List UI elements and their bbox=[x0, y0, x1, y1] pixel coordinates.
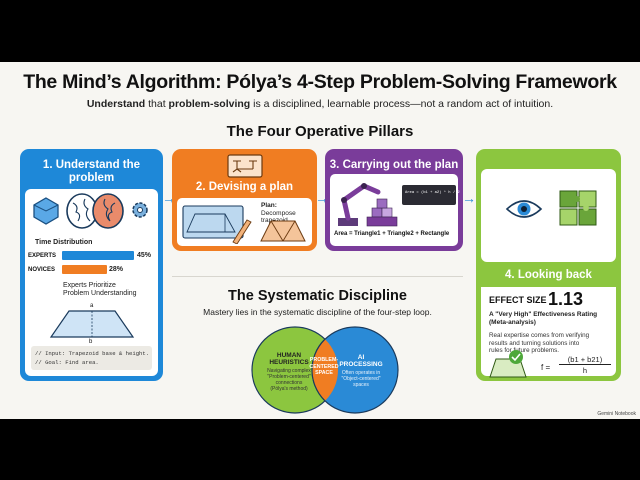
effect-size-value: 1.13 bbox=[548, 289, 584, 309]
eye-icon bbox=[505, 200, 543, 218]
step4-panel bbox=[481, 169, 616, 262]
subtitle-text-2: is a disciplined, learnable process—not … bbox=[250, 98, 554, 110]
rating-line2: (Meta-analysis) bbox=[489, 318, 536, 326]
venn-right-desc1: Often operates in bbox=[341, 370, 381, 376]
desc-line2: results and turning solutions into bbox=[489, 339, 580, 347]
code-screen: Area = (b1 + a2) * h / 2 bbox=[402, 185, 460, 205]
subtitle-bold-1: Understand bbox=[86, 98, 146, 110]
step1-card: 1. Understand the problem Time Distribut… bbox=[20, 149, 163, 381]
venn-right-title1: AI bbox=[357, 354, 365, 361]
novices-label: NOVICES bbox=[28, 267, 56, 273]
venn-left-title2: HEURISTICS bbox=[269, 359, 309, 366]
flowchart-icon bbox=[227, 154, 263, 178]
experts-label: EXPERTS bbox=[28, 253, 57, 259]
section-divider bbox=[172, 276, 463, 277]
code-line2: // Goal: Find area. bbox=[35, 359, 99, 366]
step1-panel: Time Distribution EXPERTS 45% NOVICES 28… bbox=[25, 189, 158, 376]
desc-line3: rules for future problems. bbox=[489, 347, 559, 354]
rating-line1: A "Very High" Effectiveness Rating bbox=[489, 311, 598, 318]
blueprint-icon bbox=[182, 205, 252, 244]
subtitle-text-1: that bbox=[145, 98, 169, 110]
venn-left-desc4: (Pólya's method) bbox=[270, 386, 308, 392]
step4-card: 4. Looking back EFFECT SIZE 1.13 A "Very… bbox=[476, 149, 621, 381]
code-box: // Input: Trapezoid base & height. // Go… bbox=[31, 346, 152, 370]
effect-size-label: EFFECT SIZE bbox=[489, 295, 547, 305]
venn-right-desc2: "Object-centered" bbox=[341, 376, 381, 382]
pillars-heading: The Four Operative Pillars bbox=[226, 123, 414, 140]
robot-arm-icon bbox=[338, 183, 398, 227]
step1-title: 1. Understand the problem bbox=[20, 159, 163, 185]
venn-right-title: AI PROCESSING bbox=[325, 354, 397, 368]
venn-center3: SPACE bbox=[315, 370, 333, 376]
plan-text-1: Decompose bbox=[261, 209, 296, 217]
step3-card: 3. Carrying out the plan Area = (b1 + a2… bbox=[325, 149, 463, 251]
step2-title: 2. Devising a plan bbox=[195, 181, 294, 193]
venn-left-desc3: connections bbox=[275, 380, 303, 386]
puzzle-icon bbox=[559, 190, 597, 226]
arrow-3-to-4: → bbox=[462, 190, 476, 206]
infographic-canvas: The Mind’s Algorithm: Pólya’s 4-Step Pro… bbox=[0, 62, 640, 419]
experts-value: 45% bbox=[137, 252, 152, 259]
area-formula: Area = Triangle1 + Triangle2 + Rectangle bbox=[334, 231, 450, 237]
code-line1: // Input: Trapezoid base & height. bbox=[35, 350, 150, 357]
decomposed-trapezoid-icon bbox=[260, 220, 306, 242]
discipline-subtitle: Mastery lies in the systematic disciplin… bbox=[203, 307, 432, 317]
venn-left-title1: HUMAN bbox=[276, 352, 302, 359]
notebook-badge: Gemini Notebook bbox=[597, 411, 636, 417]
step1-title-line1: 1. Understand the bbox=[42, 159, 141, 171]
venn-right-title2: PROCESSING bbox=[339, 361, 383, 368]
page-subtitle: Understand that problem-solving is a dis… bbox=[0, 98, 640, 110]
venn-center1: PROBLEM- bbox=[309, 357, 339, 363]
experts-note: Experts Prioritize Problem Understanding bbox=[63, 282, 137, 298]
step1-title-line2: problem bbox=[68, 172, 115, 184]
venn-left-desc: Navigating complex "Problem-centered" co… bbox=[253, 368, 325, 392]
plan-label: Plan: bbox=[261, 202, 277, 209]
venn-diagram bbox=[251, 326, 399, 414]
label-b: b bbox=[89, 339, 93, 345]
page-title: The Mind’s Algorithm: Pólya’s 4-Step Pro… bbox=[23, 71, 617, 93]
brain-icon bbox=[66, 193, 124, 229]
subtitle-bold-2: problem-solving bbox=[168, 98, 251, 110]
formula-numerator: (b1 + b21) bbox=[559, 355, 611, 365]
formula-lhs: f = bbox=[541, 363, 551, 372]
rating-text: A "Very High" Effectiveness Rating (Meta… bbox=[489, 311, 597, 326]
time-distribution-label: Time Distribution bbox=[35, 239, 93, 246]
venn-center-label: PROBLEM- CENTERED SPACE bbox=[300, 357, 348, 377]
venn-right-desc: Often operates in "Object-centered" spac… bbox=[325, 370, 397, 388]
discipline-title: The Systematic Discipline bbox=[228, 288, 407, 304]
venn-center2: CENTERED bbox=[309, 363, 339, 370]
venn-left-desc1: Navigating complex bbox=[267, 368, 311, 374]
crystal-icon bbox=[33, 197, 59, 225]
step3-title: 3. Carrying out the plan bbox=[329, 159, 459, 171]
step4-lower-panel: EFFECT SIZE 1.13 A "Very High" Effective… bbox=[481, 287, 616, 376]
experts-note-line1: Experts Prioritize bbox=[63, 282, 116, 289]
experts-note-line2: Problem Understanding bbox=[63, 290, 137, 297]
formula-denominator: h bbox=[582, 366, 588, 375]
screen-text: Area = (b1 + a2) * h / 2 bbox=[405, 191, 460, 195]
trapezoid-diagram bbox=[49, 310, 135, 338]
step2-card: 2. Devising a plan Plan: Decompose trape… bbox=[172, 149, 317, 251]
venn-right-desc3: spaces bbox=[353, 382, 369, 388]
check-shape-icon bbox=[489, 350, 527, 378]
step4-description: Real expertise comes from verifying resu… bbox=[489, 332, 589, 355]
desc-line1: Real expertise comes from verifying bbox=[489, 332, 590, 339]
venn-left-desc2: "Problem-centered" bbox=[267, 374, 311, 380]
venn-left-title: HUMAN HEURISTICS bbox=[253, 352, 325, 366]
novices-bar bbox=[62, 265, 107, 274]
gear-icon bbox=[132, 202, 148, 218]
novices-value: 28% bbox=[109, 266, 124, 273]
step4-title: 4. Looking back bbox=[505, 269, 592, 281]
experts-bar bbox=[62, 251, 134, 260]
step3-panel: Area = (b1 + a2) * h / 2 Area = Triangle… bbox=[330, 174, 460, 246]
label-a: a bbox=[90, 303, 94, 309]
step2-panel: Plan: Decompose trapezoid. bbox=[177, 198, 312, 246]
